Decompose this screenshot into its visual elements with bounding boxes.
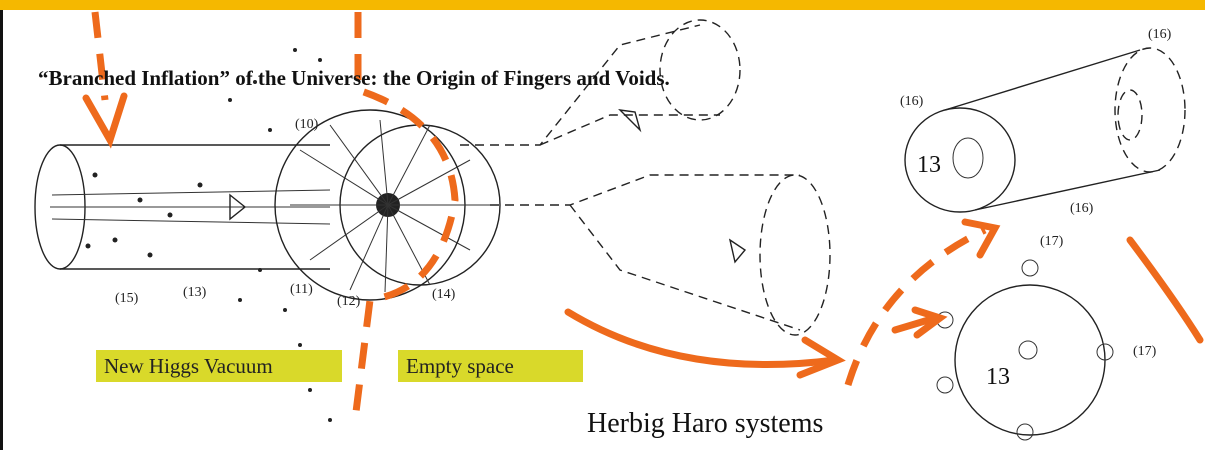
main-cylinder — [35, 145, 330, 269]
callout-16b: (16) — [1148, 27, 1172, 42]
label-13-lower: 13 — [986, 364, 1010, 391]
label-13-upper: 13 — [917, 152, 941, 179]
edge-arc — [1130, 240, 1200, 340]
herbig-haro-caption: Herbig Haro systems — [587, 408, 823, 440]
lower-right-sphere — [937, 260, 1113, 440]
callout-17a: (17) — [1040, 234, 1064, 249]
dashed-arrow-right-head — [965, 222, 995, 255]
callout-11: (11) — [290, 282, 313, 297]
curved-arrow-head — [800, 340, 838, 375]
upper-right-cylinder — [905, 48, 1185, 212]
inflation-sphere — [275, 110, 500, 300]
arrow-head-left — [86, 96, 124, 140]
callout-15: (15) — [115, 291, 139, 306]
callout-12: (12) — [337, 294, 361, 309]
callout-16a: (16) — [900, 94, 924, 109]
diagram-title: “Branched Inflation” of the Universe: th… — [38, 66, 670, 91]
curved-arrow — [568, 312, 835, 365]
callout-13-small: (13) — [183, 285, 207, 300]
callout-16c: (16) — [1070, 201, 1094, 216]
callout-14: (14) — [432, 287, 456, 302]
callout-10: (10) — [295, 117, 319, 132]
callout-17b: (17) — [1133, 344, 1157, 359]
higgs-vacuum-label: New Higgs Vacuum — [96, 350, 342, 382]
empty-space-label: Empty space — [398, 350, 583, 382]
